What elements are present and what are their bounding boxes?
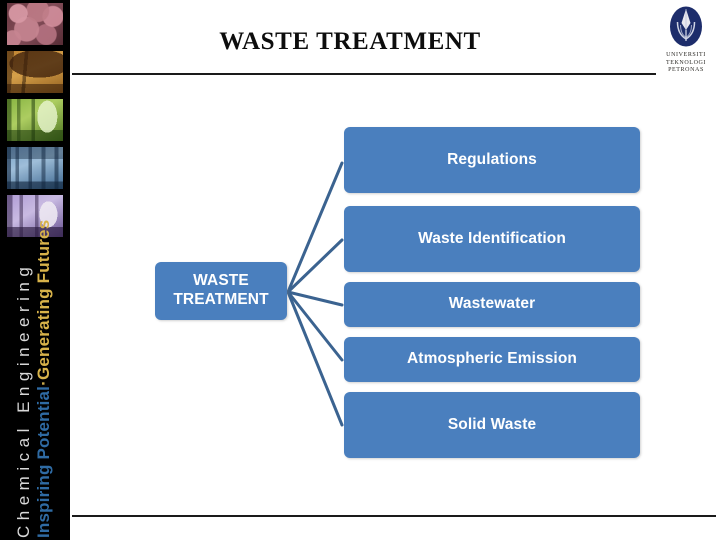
node-solid-waste[interactable]: Solid Waste <box>344 392 640 458</box>
header-divider <box>72 73 656 75</box>
utp-logo-text: UNIVERSITI TEKNOLOGI PETRONAS <box>658 52 714 75</box>
node-wastewater[interactable]: Wastewater <box>344 282 640 327</box>
left-sidebar: Chemical Engineering Inspiring Potential… <box>0 0 70 540</box>
root-label-line-2: TREATMENT <box>173 291 269 308</box>
connector-to-wastewater <box>286 290 344 307</box>
root-label-line-1: WASTE <box>193 272 249 290</box>
purple-lab-thumbnail <box>7 195 63 237</box>
logo-line-3: PETRONAS <box>668 67 704 73</box>
node-atmospheric-emission[interactable]: Atmospheric Emission <box>344 337 640 382</box>
connector-to-regulations <box>286 161 344 294</box>
blue-piping-thumbnail <box>7 147 63 189</box>
connector-to-waste-identification <box>286 238 344 294</box>
orange-apparatus-thumbnail <box>7 51 63 93</box>
logo-line-1: UNIVERSITI <box>666 52 706 58</box>
node-waste-treatment-root[interactable]: WASTE TREATMENT <box>155 262 287 320</box>
connector-to-atmospheric-emission <box>286 290 344 362</box>
footer-divider <box>72 515 716 517</box>
connector-to-solid-waste <box>286 290 344 427</box>
utp-crest-icon <box>670 6 702 47</box>
pink-crystals-thumbnail <box>7 3 63 45</box>
green-plant-thumbnail <box>7 99 63 141</box>
node-waste-identification[interactable]: Waste Identification <box>344 206 640 272</box>
thumbnail-strip <box>7 3 63 243</box>
utp-logo: UNIVERSITI TEKNOLOGI PETRONAS <box>658 6 714 78</box>
logo-line-2: TEKNOLOGI <box>665 59 707 66</box>
page-title: WASTE TREATMENT <box>219 28 481 55</box>
node-regulations[interactable]: Regulations <box>344 127 640 193</box>
